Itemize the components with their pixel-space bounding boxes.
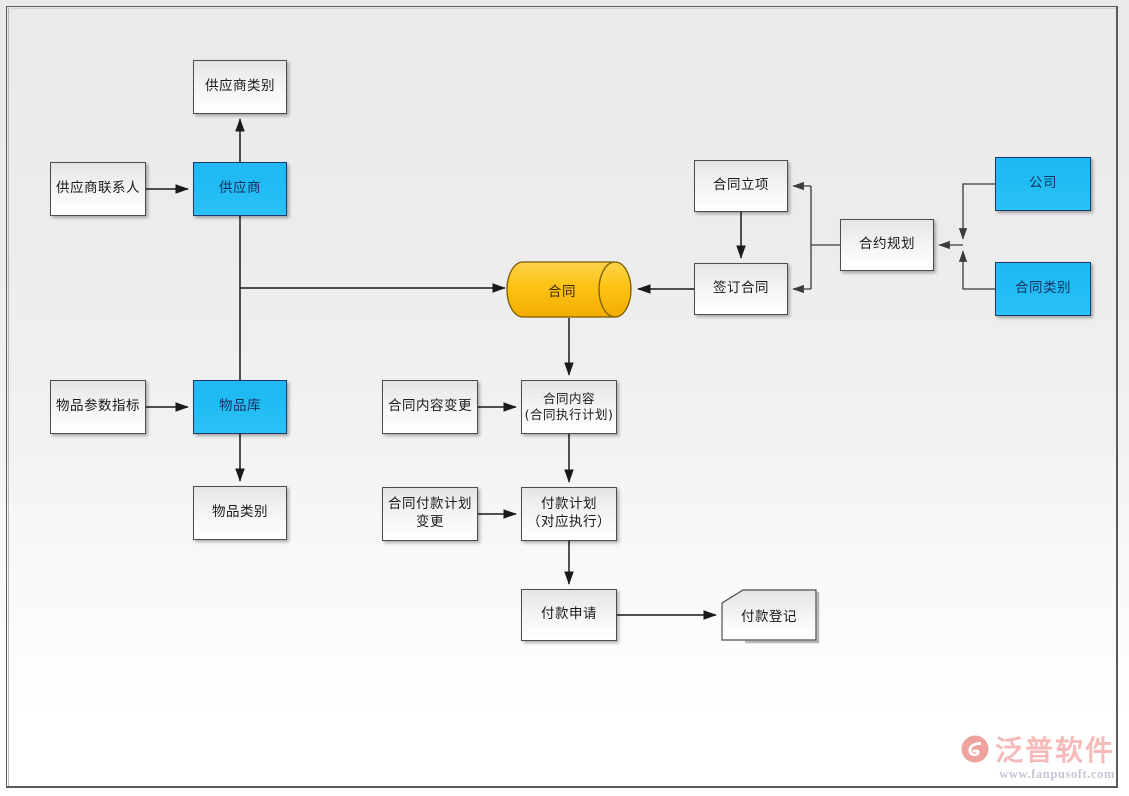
node-label: 付款登记 xyxy=(741,609,797,625)
watermark-url: www.fanpusoft.com xyxy=(999,767,1115,781)
node-item-category[interactable]: 物品类别 xyxy=(193,486,287,540)
node-label: 公司 xyxy=(1029,175,1057,192)
node-label: 付款计划 （对应执行） xyxy=(527,496,611,530)
node-label: 合同内容变更 xyxy=(388,398,472,415)
node-item-parameter[interactable]: 物品参数指标 xyxy=(50,380,146,434)
node-supplier-category[interactable]: 供应商类别 xyxy=(193,60,287,114)
node-contract-content-change[interactable]: 合同内容变更 xyxy=(382,380,478,434)
node-payment-register[interactable]: 付款登记 xyxy=(721,589,820,644)
node-label: 签订合同 xyxy=(713,280,769,297)
node-contract-sign[interactable]: 签订合同 xyxy=(694,263,788,315)
node-label: 物品库 xyxy=(219,398,261,415)
node-label: 供应商联系人 xyxy=(56,180,140,197)
cutcorner-body xyxy=(721,589,817,641)
node-contract-cylinder[interactable]: 合同 xyxy=(506,261,632,318)
node-label: 供应商类别 xyxy=(205,78,275,95)
edge-contract-type-to-plan xyxy=(958,250,995,290)
node-payment-plan[interactable]: 付款计划 （对应执行） xyxy=(521,487,617,541)
cylinder-cap xyxy=(598,261,616,318)
watermark: 泛普软件 www.fanpusoft.com xyxy=(960,729,1115,782)
edge-company-to-plan xyxy=(958,183,995,240)
node-payment-request[interactable]: 付款申请 xyxy=(521,589,617,641)
node-label: 物品参数指标 xyxy=(56,398,140,415)
node-supplier-contact[interactable]: 供应商联系人 xyxy=(50,162,146,216)
node-contract-setup[interactable]: 合同立项 xyxy=(694,160,788,212)
node-label: 供应商 xyxy=(219,180,261,197)
node-label: 合同立项 xyxy=(713,177,769,194)
node-supplier[interactable]: 供应商 xyxy=(193,162,287,216)
node-item-store[interactable]: 物品库 xyxy=(193,380,287,434)
watermark-brand: 泛普软件 xyxy=(994,734,1115,767)
node-label: 合同付款计划 变更 xyxy=(388,496,472,530)
node-contract-type[interactable]: 合同类别 xyxy=(995,262,1091,316)
node-contract-plan[interactable]: 合约规划 xyxy=(840,219,934,271)
node-label: 合约规划 xyxy=(859,236,915,253)
brand-logo-icon xyxy=(961,735,989,763)
node-label: 合同类别 xyxy=(1015,280,1071,297)
node-payment-plan-change[interactable]: 合同付款计划 变更 xyxy=(382,487,478,541)
node-company[interactable]: 公司 xyxy=(995,157,1091,211)
node-label: 付款申请 xyxy=(541,606,597,623)
cutcorner-shadow xyxy=(745,592,820,644)
node-label: 物品类别 xyxy=(212,504,268,521)
watermark-row: 泛普软件 xyxy=(960,729,1115,769)
node-contract-content[interactable]: 合同内容 (合同执行计划) xyxy=(521,380,617,434)
node-label: 合同 xyxy=(548,283,576,300)
node-label: 合同内容 (合同执行计划) xyxy=(524,390,614,423)
